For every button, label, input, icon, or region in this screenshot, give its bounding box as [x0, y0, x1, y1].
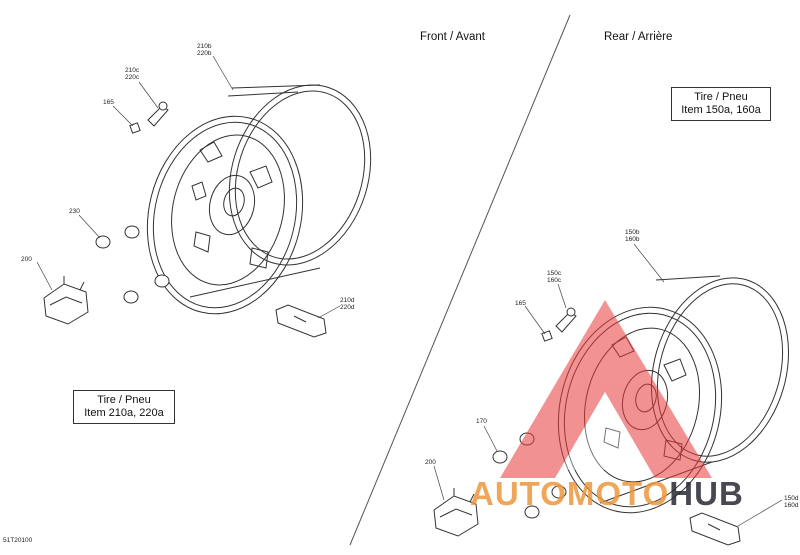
front-wheel-weight [275, 304, 327, 338]
diagram-code: 51T20100 [3, 537, 33, 544]
front-leader-lines [36, 55, 341, 319]
callout-front-valve: 210c 220c [125, 67, 140, 81]
rear-lug-nuts [492, 432, 567, 519]
callout-rear-cap: 165 [515, 300, 526, 307]
callout-rear-weight: 150d 160d [784, 495, 799, 509]
callout-front-rim: 210b 220b [197, 43, 212, 57]
rear-hub-cap [433, 488, 479, 537]
callout-front-weight: 210d 220d [340, 297, 355, 311]
front-wheel-rim [146, 84, 372, 315]
watermark-text-part2: HUB [669, 475, 744, 512]
rear-tire-label: Tire / Pneu [694, 91, 748, 103]
front-hub-cap [43, 276, 89, 325]
watermark-text: AUTOMOTOHUB [470, 475, 744, 513]
callout-front-cap: 165 [103, 99, 114, 106]
front-rear-divider [349, 14, 571, 546]
callout-rear-nut: 170 [476, 418, 487, 425]
callout-front-hubcap: 200 [21, 256, 32, 263]
callout-front-nut: 230 [69, 208, 80, 215]
watermark-logo [500, 300, 712, 478]
rear-wheel-weight [689, 512, 741, 546]
front-tire-items: Item 210a, 220a [84, 407, 164, 419]
front-tire-label: Tire / Pneu [97, 394, 151, 406]
rear-tire-items: Item 150a, 160a [681, 104, 761, 116]
rear-valve-stem [541, 307, 577, 342]
rear-leader-lines [433, 243, 783, 527]
front-valve-stem [129, 101, 169, 134]
front-header: Front / Avant [420, 31, 485, 43]
callout-rear-hubcap: 200 [425, 459, 436, 466]
front-lug-nuts [95, 225, 170, 304]
rear-tire-box: Tire / Pneu Item 150a, 160a [671, 87, 771, 121]
watermark-text-part1: AUTOMOTO [470, 475, 670, 512]
rear-header: Rear / Arrière [604, 31, 673, 43]
front-tire-box: Tire / Pneu Item 210a, 220a [73, 390, 175, 424]
callout-rear-rim: 150b 160b [625, 229, 640, 243]
callout-rear-valve: 150c 160c [547, 270, 562, 284]
